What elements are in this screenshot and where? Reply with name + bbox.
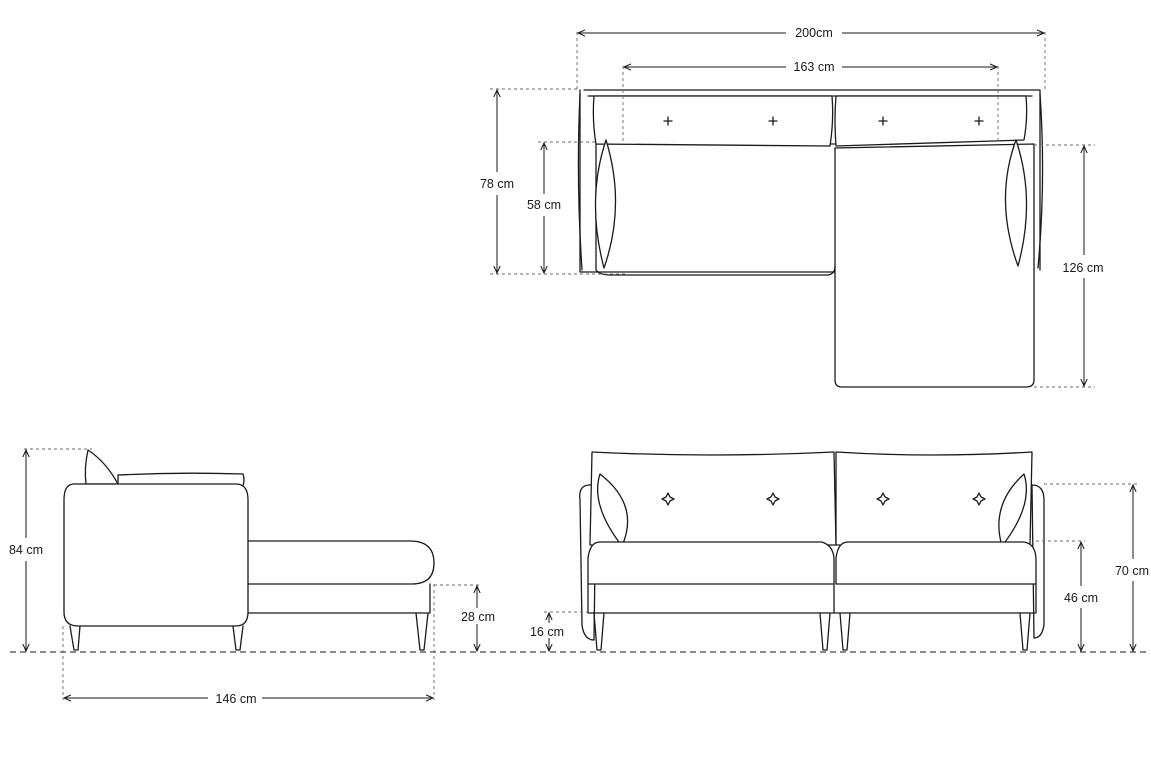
front-arm-right: [1031, 484, 1045, 639]
dim-side-seat-height: 28 cm: [461, 610, 495, 624]
side-leg: [232, 625, 244, 651]
front-leg: [1019, 612, 1031, 651]
tuft-icon: [663, 116, 673, 126]
top-frame: [579, 89, 1041, 273]
tuft-icon: [768, 116, 778, 126]
tuft-icon: [878, 116, 888, 126]
dim-top-depth-chaise: 126 cm: [1063, 261, 1104, 275]
front-seat-cushion-left: [587, 541, 835, 585]
top-pillow-right: [1004, 139, 1028, 267]
tuft-icon: [876, 492, 890, 506]
front-seat-cushion-right: [835, 541, 1037, 585]
side-body: [63, 483, 249, 627]
top-chaise: [834, 143, 1035, 388]
dim-front-seat-height: 46 cm: [1064, 591, 1098, 605]
top-arm-left: [577, 93, 583, 271]
top-back-cushion-right: [834, 95, 1028, 147]
side-leg: [69, 625, 81, 651]
tuft-icon: [661, 492, 675, 506]
front-leg: [819, 612, 831, 651]
tuft-icon: [972, 492, 986, 506]
side-chaise-cushion: [245, 540, 435, 585]
side-back-cushion: [117, 472, 245, 487]
front-base: [587, 583, 1037, 614]
dim-front-leg-height: 16 cm: [530, 625, 564, 639]
front-leg: [839, 612, 851, 651]
dim-side-height-total: 84 cm: [9, 543, 43, 557]
dim-top-width-seat: 163 cm: [794, 60, 835, 74]
tuft-icon: [766, 492, 780, 506]
side-pillow: [84, 449, 119, 485]
dim-side-length: 146 cm: [216, 692, 257, 706]
front-back-cushion-left: [589, 451, 837, 546]
dim-top-depth-back: 78 cm: [480, 177, 514, 191]
tuft-icon: [974, 116, 984, 126]
top-arm-right: [1037, 93, 1044, 269]
dim-top-width-total: 200cm: [795, 26, 833, 40]
top-back-cushion-left: [592, 95, 834, 147]
side-leg: [415, 612, 429, 651]
dim-front-arm-height: 70 cm: [1115, 564, 1149, 578]
top-view: 200cm 163 cm 78 cm 58 cm 126 cm: [480, 26, 1104, 388]
top-main-seat: [595, 143, 836, 276]
side-view: 84 cm 28 cm 146 cm: [9, 448, 500, 706]
front-view: 16 cm 46 cm 70 cm: [530, 451, 1149, 651]
dim-top-depth-seat: 58 cm: [527, 198, 561, 212]
front-leg: [593, 612, 605, 651]
side-chaise-base: [245, 583, 431, 614]
top-pillow-left: [594, 139, 617, 269]
front-back-cushion-right: [835, 451, 1033, 546]
